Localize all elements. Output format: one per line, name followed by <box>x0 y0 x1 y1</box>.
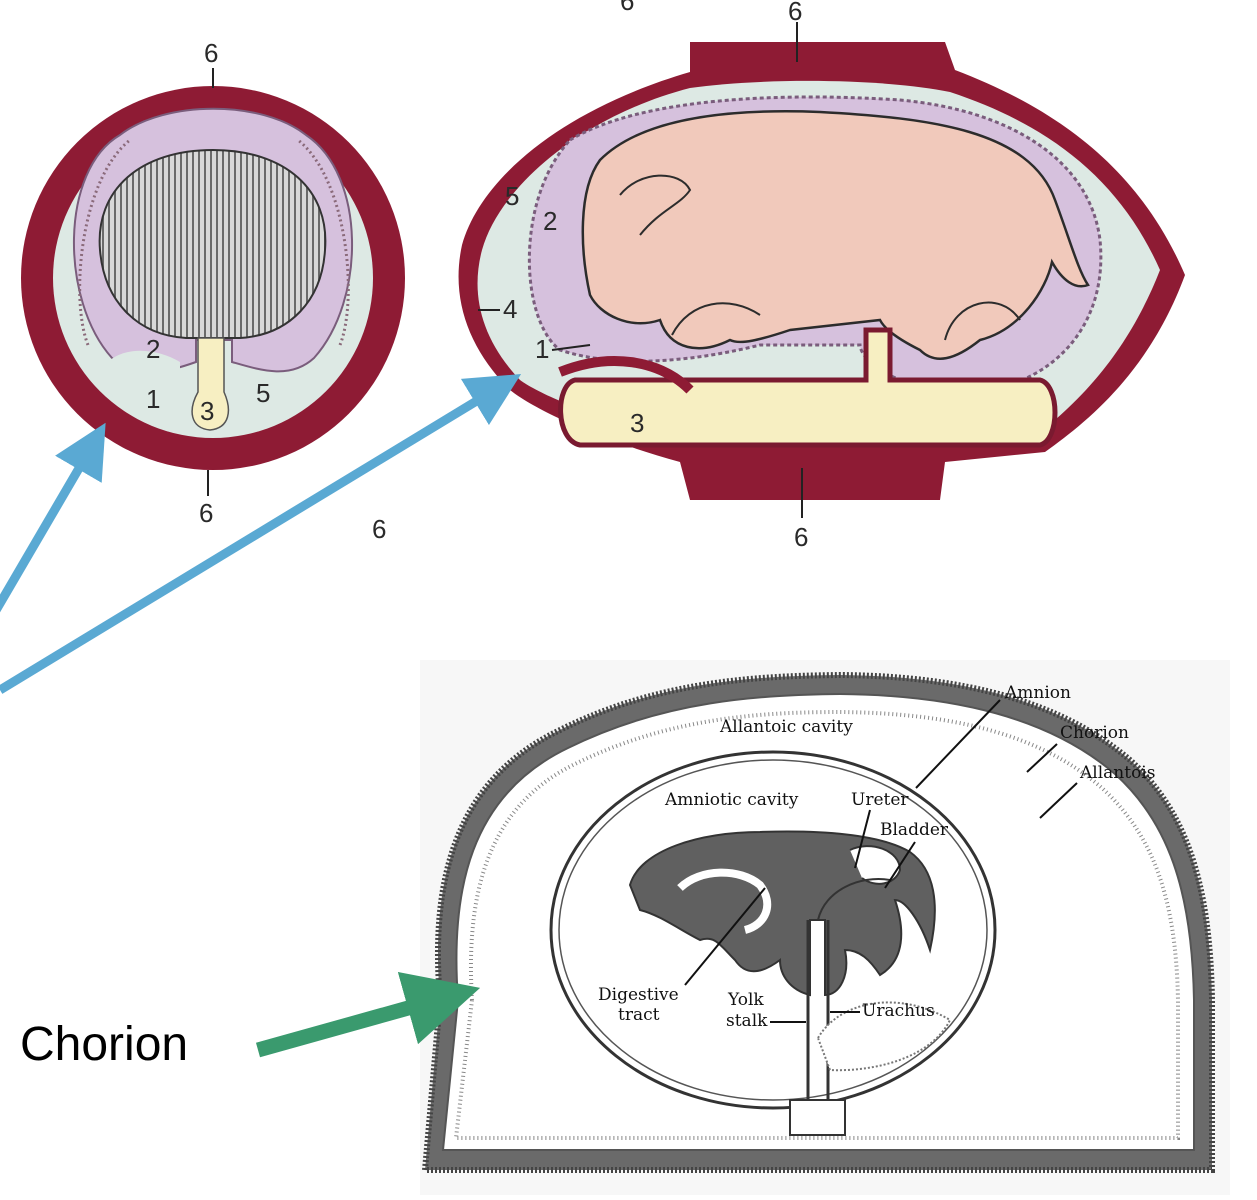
label-urachus: Urachus <box>862 1001 935 1021</box>
label-6-top: 6 <box>204 38 218 68</box>
label-digestive: Digestive <box>598 985 679 1005</box>
fetus-foreleg <box>671 302 761 336</box>
left-fluid-pocket <box>110 350 180 418</box>
dotted-pouch <box>816 1001 952 1072</box>
label-3: 3 <box>200 396 214 426</box>
later-stage-diagram: 6 6 5 2 4 1 3 <box>458 0 1186 552</box>
fetus-ear <box>619 174 692 236</box>
allantois-stalk <box>191 337 230 431</box>
yolk-stalk-tube <box>806 920 830 1100</box>
embryo-striped <box>98 148 327 339</box>
amniotic-sac-inner-line <box>558 759 988 1101</box>
schematic-diagram: Allantoic cavity Amniotic cavity Amnion … <box>420 660 1230 1195</box>
bladder-shape <box>849 845 902 885</box>
leader-amnion <box>915 699 1001 789</box>
early-stage-diagram: 6 6 2 1 3 5 <box>21 38 405 528</box>
leader-allantois <box>1039 782 1078 819</box>
leader-bladder <box>884 841 916 889</box>
yolk-sac-membrane <box>78 138 350 346</box>
stalk-junction <box>789 1099 846 1136</box>
label-chorion-small: Chorion <box>1060 723 1129 743</box>
label-allantoic-cavity: Allantoic cavity <box>719 717 853 737</box>
label-2: 2 <box>146 334 160 364</box>
stray-label-6: 6 <box>372 514 386 544</box>
label-ureter: Ureter <box>851 790 909 810</box>
callout-chorion: Chorion <box>20 1018 188 1071</box>
blue-arrow-left <box>0 422 106 613</box>
urachus-curve <box>817 878 891 921</box>
fetus-puppy <box>581 110 1090 360</box>
label-6-bottom: 6 <box>794 522 808 552</box>
label-amnion: Amnion <box>1004 683 1071 703</box>
label-3: 3 <box>630 408 644 438</box>
label-6-top: 6 <box>788 0 802 26</box>
label-yolk: Yolk <box>727 990 764 1010</box>
label-bladder: Bladder <box>880 820 949 840</box>
allantois-layer <box>453 709 1180 1140</box>
green-arrow <box>255 971 481 1058</box>
label-allantois: Allantois <box>1079 763 1155 783</box>
label-5: 5 <box>505 181 519 211</box>
label-stalk: stalk <box>726 1011 768 1031</box>
label-1: 1 <box>146 384 160 414</box>
label-amniotic-cavity: Amniotic cavity <box>664 790 799 810</box>
label-5: 5 <box>256 378 270 408</box>
fetus-hindleg <box>944 301 1021 341</box>
umbilical-stalk <box>558 327 1058 448</box>
label-2: 2 <box>543 206 557 236</box>
label-6-bottom: 6 <box>199 498 213 528</box>
digestive-tract-white <box>677 868 772 934</box>
label-1: 1 <box>535 334 549 364</box>
blue-arrow-right <box>0 373 522 694</box>
top-edge-number: 6 <box>620 0 634 16</box>
tick-1 <box>551 344 591 351</box>
leader-chorion <box>1026 743 1058 773</box>
leader-ureter <box>854 809 871 869</box>
leader-digestive <box>684 887 766 986</box>
label-tract: tract <box>618 1005 660 1025</box>
allantois-wall <box>558 356 694 394</box>
label-4: 4 <box>503 294 517 324</box>
